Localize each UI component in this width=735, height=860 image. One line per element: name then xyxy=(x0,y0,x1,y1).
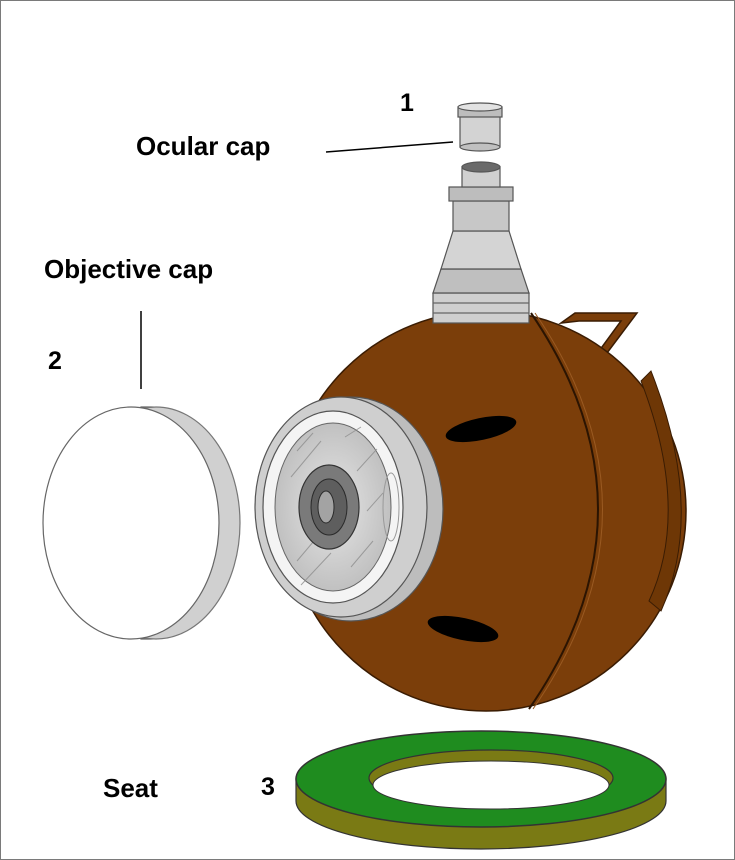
objective-lens-assembly xyxy=(254,396,444,622)
housing-seam xyxy=(528,312,599,710)
objective-cap xyxy=(42,406,241,640)
seat-number: 3 xyxy=(261,773,275,801)
vent-slot-lower xyxy=(427,615,499,643)
ocular-cap-leader-line xyxy=(325,141,454,153)
eyepiece-tower xyxy=(432,161,530,324)
ocular-cap-number: 1 xyxy=(400,89,414,117)
vent-slot-upper xyxy=(445,415,517,443)
ocular-cap-label: Ocular cap xyxy=(136,131,271,161)
seat-label: Seat xyxy=(103,773,158,803)
objective-cap-label: Objective cap xyxy=(44,254,214,284)
objective-cap-number: 2 xyxy=(48,347,62,375)
seat-ring xyxy=(295,730,667,850)
ocular-cap xyxy=(457,102,503,152)
